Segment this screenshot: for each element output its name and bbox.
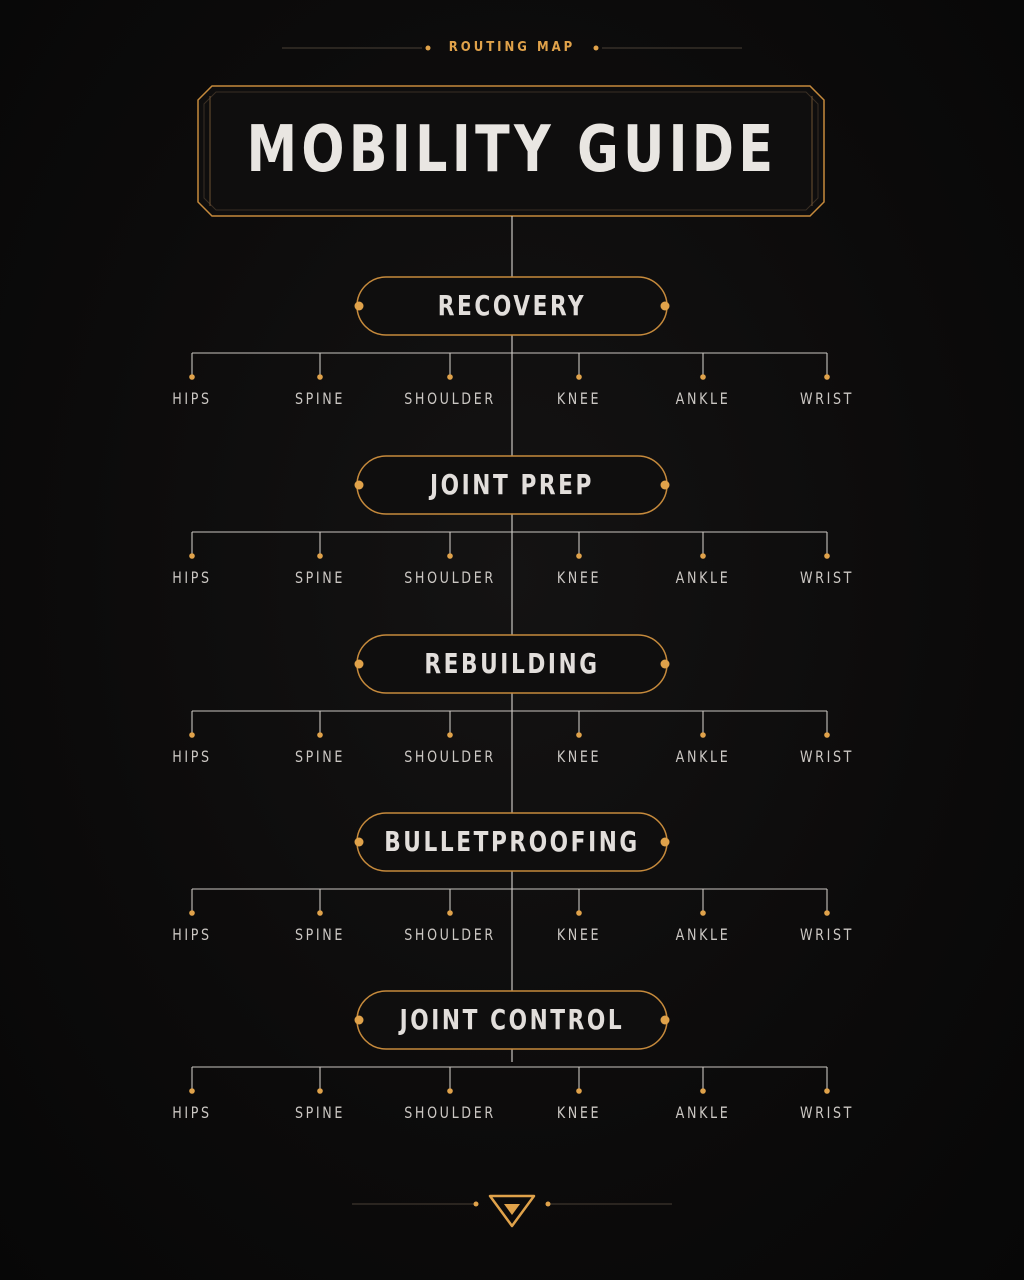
joint-label: HIPS <box>172 925 212 944</box>
joint-label: SPINE <box>294 568 346 587</box>
branch-dot <box>700 1088 706 1094</box>
v-logo-icon-inner <box>504 1204 520 1215</box>
branch-dot <box>447 910 453 916</box>
joint-label: SPINE <box>294 1103 346 1122</box>
branch-dot <box>317 732 323 738</box>
joint-label: ANKLE <box>675 747 731 766</box>
joint-label: HIPS <box>172 568 212 587</box>
title-frame-inner <box>203 91 819 211</box>
page-title: MOBILITY GUIDE <box>246 113 778 187</box>
joint-label: ANKLE <box>675 389 731 408</box>
category-label: RECOVERY <box>437 289 587 322</box>
joint-label: KNEE <box>556 568 602 587</box>
branch-dot <box>824 553 830 559</box>
branch-dot <box>824 374 830 380</box>
joint-label: KNEE <box>556 389 602 408</box>
joint-label: SHOULDER <box>404 747 496 766</box>
kicker-dot-left <box>425 45 431 51</box>
branch-dot <box>317 1088 323 1094</box>
branch-dot <box>700 374 706 380</box>
pill-dot-left <box>354 659 364 669</box>
branch-dot <box>189 732 195 738</box>
pill-dot-right <box>660 837 670 847</box>
category-label: JOINT CONTROL <box>399 1003 625 1036</box>
branch-dot <box>317 910 323 916</box>
pill-dot-right <box>660 301 670 311</box>
joint-label: WRIST <box>799 568 855 587</box>
joint-label: HIPS <box>172 1103 212 1122</box>
pill-dot-right <box>660 480 670 490</box>
branch-dot <box>700 910 706 916</box>
joint-label: KNEE <box>556 925 602 944</box>
joint-label: ANKLE <box>675 568 731 587</box>
joint-label: SPINE <box>294 747 346 766</box>
kicker-label: ROUTING MAP <box>448 40 576 55</box>
v-logo-icon <box>488 1194 536 1228</box>
branch-dot <box>317 374 323 380</box>
joint-label: WRIST <box>799 925 855 944</box>
joint-label: WRIST <box>799 389 855 408</box>
branch-dot <box>189 374 195 380</box>
category-label: BULLETPROOFING <box>384 825 640 858</box>
pill-dot-left <box>354 837 364 847</box>
joint-label: SHOULDER <box>404 568 496 587</box>
branch-dot <box>189 910 195 916</box>
joint-label: SHOULDER <box>404 925 496 944</box>
branch-dot <box>447 374 453 380</box>
category-label: REBUILDING <box>424 647 600 680</box>
branch-dot <box>576 910 582 916</box>
footer-dot-right <box>545 1201 551 1207</box>
pill-dot-left <box>354 1015 364 1025</box>
branch-dot <box>576 1088 582 1094</box>
branch-dot <box>576 553 582 559</box>
footer-dot-left <box>473 1201 479 1207</box>
branch-dot <box>189 553 195 559</box>
joint-label: SHOULDER <box>404 389 496 408</box>
branch-dot <box>576 732 582 738</box>
branch-dot <box>189 1088 195 1094</box>
joint-label: ANKLE <box>675 1103 731 1122</box>
pill-dot-right <box>660 1015 670 1025</box>
joint-label: WRIST <box>799 747 855 766</box>
title-frame <box>197 85 825 217</box>
branch-dot <box>447 732 453 738</box>
pill-dot-left <box>354 480 364 490</box>
joint-label: HIPS <box>172 747 212 766</box>
joint-label: SHOULDER <box>404 1103 496 1122</box>
branch-dot <box>447 553 453 559</box>
branch-dot <box>576 374 582 380</box>
pill-dot-right <box>660 659 670 669</box>
kicker-dot-right <box>593 45 599 51</box>
joint-label: KNEE <box>556 1103 602 1122</box>
branch-dot <box>317 553 323 559</box>
joint-label: KNEE <box>556 747 602 766</box>
branch-dot <box>447 1088 453 1094</box>
joint-label: WRIST <box>799 1103 855 1122</box>
branch-dot <box>824 910 830 916</box>
joint-label: SPINE <box>294 925 346 944</box>
branch-dot <box>824 1088 830 1094</box>
joint-label: ANKLE <box>675 925 731 944</box>
category-label: JOINT PREP <box>429 468 594 501</box>
branch-dot <box>700 553 706 559</box>
pill-dot-left <box>354 301 364 311</box>
joint-label: SPINE <box>294 389 346 408</box>
branch-dot <box>700 732 706 738</box>
joint-label: HIPS <box>172 389 212 408</box>
branch-dot <box>824 732 830 738</box>
